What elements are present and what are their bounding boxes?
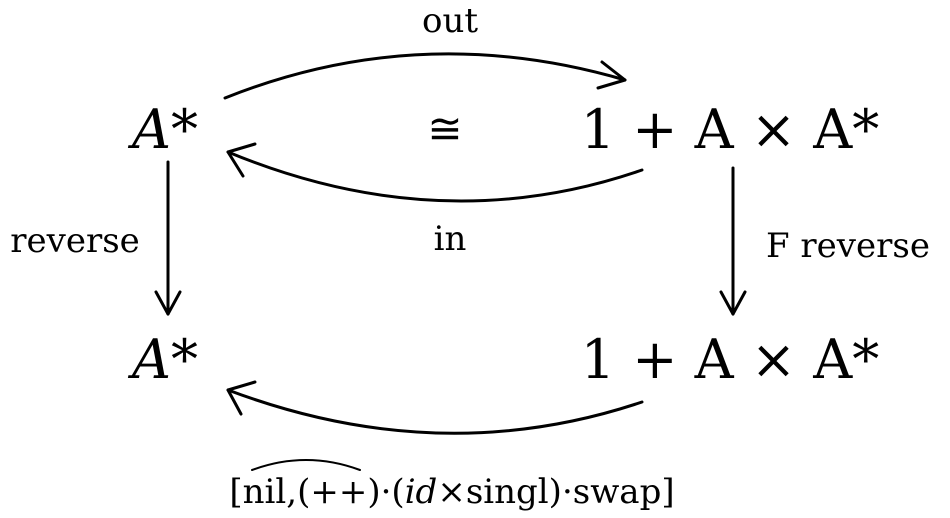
in-arrow-head	[226, 142, 257, 178]
reverse-arrow-head	[154, 290, 182, 316]
node-bottom-left: A*	[127, 328, 198, 391]
gene-arrow	[226, 388, 644, 435]
out-arrow-head	[596, 60, 627, 90]
iso-symbol: ≅	[427, 104, 462, 153]
node-top-left: A*	[127, 98, 198, 161]
gene-label: [nil,(++)·(id×singl)·swap]	[229, 472, 674, 512]
gene-concat: (++)	[297, 472, 381, 512]
f-reverse-arrow-head	[719, 290, 747, 316]
gene-open: [nil,	[229, 472, 297, 512]
gene-arrow-head	[226, 380, 257, 416]
gene-id: id	[405, 472, 438, 512]
f-reverse-label: F reverse	[766, 226, 930, 266]
concat-hat	[251, 459, 361, 471]
in-label: in	[434, 219, 467, 259]
reverse-label: reverse	[10, 221, 140, 261]
out-label: out	[422, 1, 478, 41]
in-arrow	[226, 150, 644, 203]
node-bottom-right: 1 + A × A*	[581, 328, 880, 391]
out-arrow	[223, 52, 627, 100]
gene-rest-2: ×singl)·swap]	[437, 472, 674, 512]
node-top-right: 1 + A × A*	[581, 98, 880, 161]
gene-rest-1: ·(	[381, 472, 405, 512]
